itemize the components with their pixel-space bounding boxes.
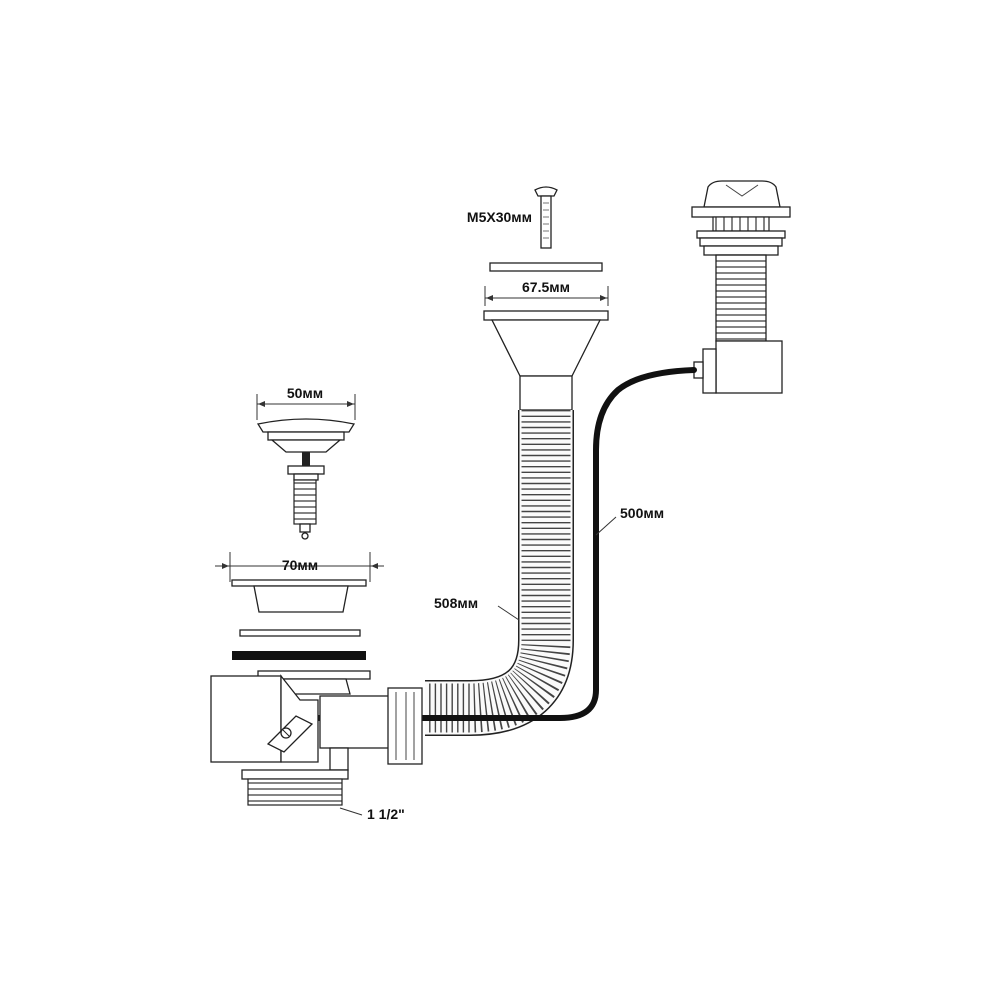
upper-gasket	[239, 629, 361, 637]
basket-diameter-label: 70мм	[282, 557, 318, 573]
strainer-dimension-line	[484, 286, 609, 306]
popup-plug	[256, 418, 356, 540]
rubber-gasket	[232, 651, 366, 660]
drain-body	[257, 670, 391, 771]
cable-leader-line	[595, 516, 617, 536]
screw	[534, 186, 558, 249]
overflow-cable-housing	[693, 340, 783, 394]
flexible-corrugated-pipe	[425, 410, 574, 736]
sink-basket	[231, 579, 367, 613]
overflow-threaded-stem	[715, 254, 767, 342]
thread-size-label: 1 1/2"	[367, 806, 405, 822]
plug-diameter-label: 50мм	[287, 385, 323, 401]
overflow-connector-housing	[210, 674, 319, 763]
strainer-diameter-label: 67.5мм	[522, 279, 570, 295]
strainer-funnel	[483, 310, 609, 411]
screw-size-label: M5X30мм	[467, 209, 532, 225]
strainer-washer	[489, 262, 603, 272]
cable-length-label: 500мм	[620, 505, 664, 521]
pipe-length-label: 508мм	[434, 595, 478, 611]
control-cable	[307, 367, 697, 721]
outlet-thread	[241, 769, 349, 806]
thread-leader-line	[339, 807, 363, 816]
pipe-coupling-nut	[387, 687, 423, 765]
dimension-50-line	[256, 394, 356, 420]
pipe-leader-line	[497, 605, 520, 621]
dimension-70-line	[215, 552, 384, 582]
overflow-cap	[691, 180, 791, 256]
